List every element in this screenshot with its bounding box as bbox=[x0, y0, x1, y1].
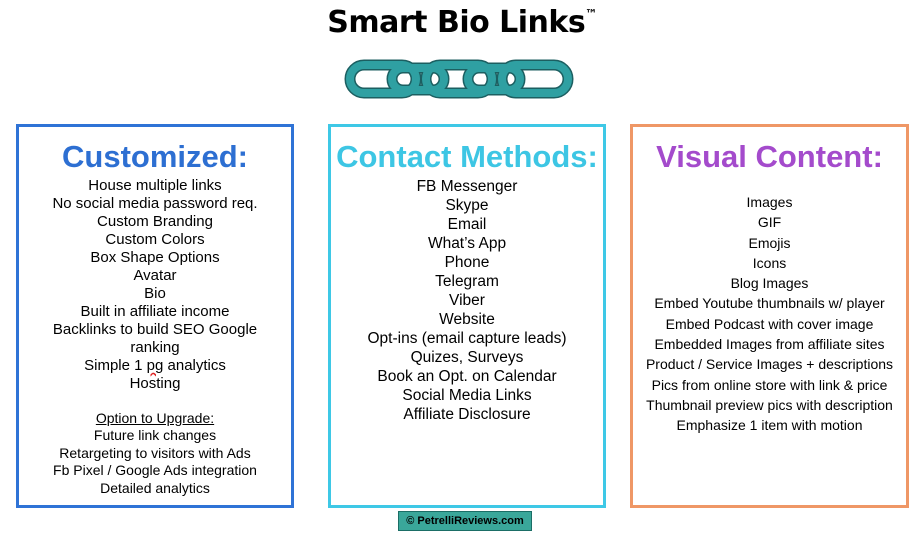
visual-content-box: Visual Content: Images GIF Emojis Icons … bbox=[630, 124, 909, 508]
chain-links-icon bbox=[344, 59, 574, 99]
contact-methods-list: FB Messenger Skype Email What’s App Phon… bbox=[331, 177, 603, 424]
list-item: Built in affiliate income bbox=[80, 303, 230, 320]
analytics-suffix: analytics bbox=[163, 357, 226, 374]
list-item: Emojis bbox=[748, 234, 791, 251]
list-item: Backlinks to build SEO Google bbox=[52, 321, 258, 338]
list-item: Email bbox=[447, 216, 487, 233]
contact-methods-heading: Contact Methods: bbox=[336, 139, 598, 174]
list-item: Website bbox=[439, 311, 495, 328]
page-title: Smart Bio Links™ bbox=[0, 5, 924, 40]
list-item: Custom Branding bbox=[97, 213, 213, 230]
list-item: Custom Colors bbox=[105, 231, 205, 248]
list-item: Book an Opt. on Calendar bbox=[377, 368, 557, 385]
list-item: Embedded Images from affiliate sites bbox=[654, 336, 885, 353]
list-item-analytics: Simple 1 pg analytics bbox=[19, 357, 291, 375]
analytics-word: pg bbox=[146, 357, 164, 374]
contact-methods-box: Contact Methods: FB Messenger Skype Emai… bbox=[328, 124, 606, 508]
list-item: Quizes, Surveys bbox=[410, 349, 524, 366]
analytics-prefix: Simple 1 bbox=[84, 357, 147, 374]
list-item: Thumbnail preview pics with description bbox=[646, 396, 893, 413]
trademark-symbol: ™ bbox=[585, 7, 597, 21]
list-item: Affiliate Disclosure bbox=[403, 406, 531, 423]
list-item: Pics from online store with link & price bbox=[651, 376, 888, 393]
copyright-badge: © PetrelliReviews.com bbox=[398, 511, 532, 531]
list-item: Emphasize 1 item with motion bbox=[676, 417, 863, 434]
list-item: Images bbox=[746, 194, 793, 210]
list-item: Viber bbox=[449, 292, 485, 309]
list-item: Detailed analytics bbox=[100, 479, 210, 496]
visual-content-heading: Visual Content: bbox=[656, 139, 883, 174]
customized-heading: Customized: bbox=[62, 139, 248, 174]
list-item: Hosting bbox=[129, 375, 181, 392]
list-item: Fb Pixel / Google Ads integration bbox=[53, 462, 257, 478]
visual-content-list: Images GIF Emojis Icons Blog Images Embe… bbox=[633, 192, 906, 436]
list-item: Bio bbox=[144, 285, 166, 302]
list-item: Social Media Links bbox=[402, 387, 532, 404]
upgrade-label: Option to Upgrade: bbox=[95, 410, 215, 426]
list-item: Future link changes bbox=[93, 427, 217, 443]
list-item: Telegram bbox=[435, 273, 499, 290]
list-item: Phone bbox=[444, 254, 490, 271]
list-item: Icons bbox=[752, 254, 787, 271]
list-item: Opt-ins (email capture leads) bbox=[367, 330, 567, 347]
list-item: House multiple links bbox=[88, 177, 222, 194]
list-item: Skype bbox=[445, 197, 489, 214]
list-item: No social media password req. bbox=[52, 195, 258, 212]
list-item: GIF bbox=[757, 214, 782, 231]
customized-box: Customized: House multiple links No soci… bbox=[16, 124, 294, 508]
list-item: Embed Youtube thumbnails w/ player bbox=[654, 295, 885, 312]
upgrade-list: Future link changes Retargeting to visit… bbox=[19, 427, 291, 497]
list-item: ranking bbox=[130, 339, 180, 356]
list-item: Blog Images bbox=[730, 275, 809, 292]
list-item: Retargeting to visitors with Ads bbox=[59, 444, 251, 461]
list-item: What’s App bbox=[427, 235, 507, 252]
list-item: Avatar bbox=[133, 267, 177, 284]
list-item: FB Messenger bbox=[416, 178, 518, 195]
list-item: Box Shape Options bbox=[90, 249, 220, 266]
list-item: Product / Service Images + descriptions bbox=[645, 356, 894, 373]
customized-list: House multiple links No social media pas… bbox=[19, 177, 291, 393]
title-text: Smart Bio Links bbox=[327, 5, 586, 40]
list-item: Embed Podcast with cover image bbox=[665, 315, 874, 332]
